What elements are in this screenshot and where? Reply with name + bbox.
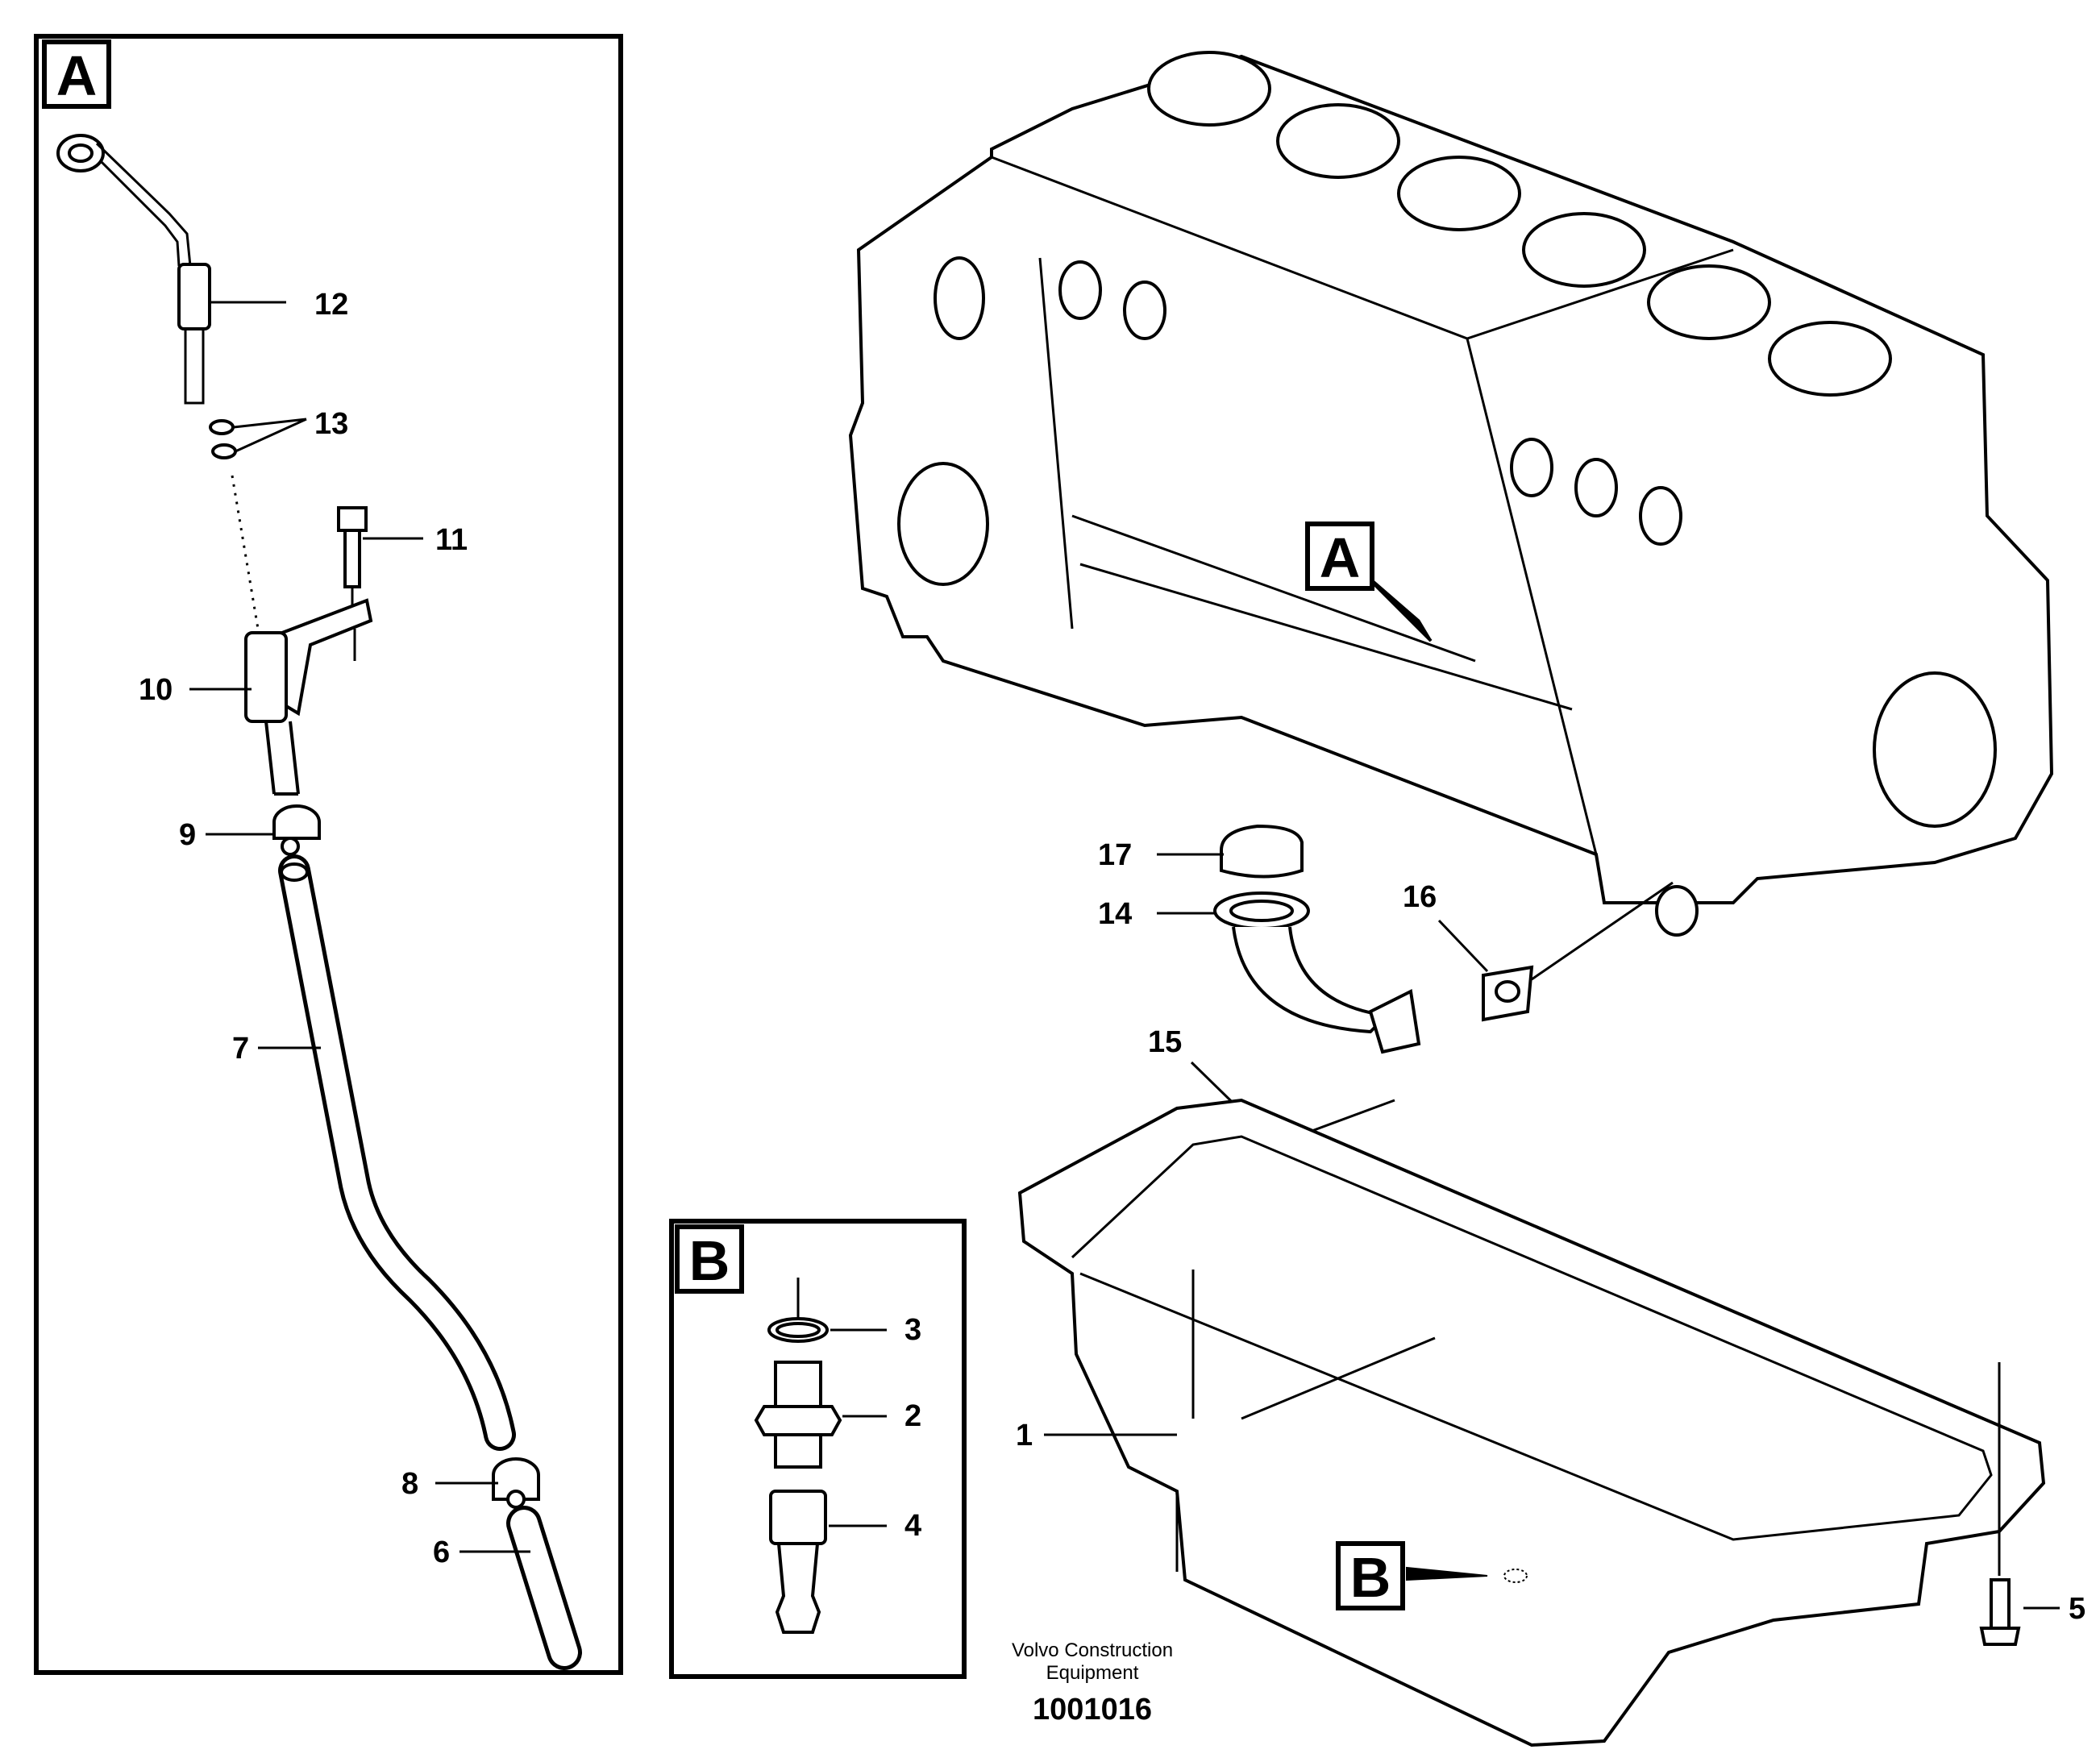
panel-b-letter: B xyxy=(689,1229,730,1292)
cylinder-bore-1 xyxy=(1147,51,1271,127)
hose-clamp-upper xyxy=(272,804,321,840)
pan-bolt-shank xyxy=(1990,1578,2011,1630)
guide-tube-upper xyxy=(244,631,288,723)
maker-line-1: Volvo Construction xyxy=(1012,1639,1173,1661)
cylinder-bore-5 xyxy=(1647,264,1771,340)
callout-4: 4 xyxy=(904,1509,921,1543)
o-ring-upper xyxy=(209,419,235,435)
callout-15: 15 xyxy=(1148,1025,1182,1059)
callout-14: 14 xyxy=(1098,897,1132,931)
block-marker-a-tag xyxy=(1305,522,1374,591)
filler-cap xyxy=(1220,824,1304,879)
figure-number: 1001016 xyxy=(1033,1693,1152,1727)
block-marker-b-tag xyxy=(1336,1541,1405,1610)
callout-13: 13 xyxy=(314,407,348,441)
panel-a-tag xyxy=(42,39,111,109)
callout-7: 7 xyxy=(232,1032,249,1066)
dipstick-bracket xyxy=(276,598,373,717)
callout-6: 6 xyxy=(433,1536,450,1569)
panel-a-letter: A xyxy=(56,44,98,107)
oil-pan-outline xyxy=(1017,1098,2046,1747)
cylinder-bore-4 xyxy=(1522,212,1646,288)
crankshaft-bore xyxy=(1873,671,1997,828)
oil-pan: 5 1 B xyxy=(1016,1098,2085,1747)
cylinder-bore-2 xyxy=(1276,103,1400,179)
o-ring-lower xyxy=(211,443,237,459)
drain-nipple-top xyxy=(774,1361,822,1408)
panel-a-frame xyxy=(34,34,623,1675)
panel-b-frame xyxy=(669,1219,967,1679)
hose-barb xyxy=(775,1542,821,1634)
panel-a: A xyxy=(34,34,623,1675)
panel-b: B 3 2 4 xyxy=(669,1219,967,1679)
callout-10: 10 xyxy=(139,673,173,707)
dipstick-rod xyxy=(231,475,260,630)
figure-footer: Volvo Construction Equipment 1001016 xyxy=(1012,1639,1173,1727)
block-marker-b-letter: B xyxy=(1350,1546,1391,1609)
bolt-head xyxy=(337,506,368,532)
engine-block-outline xyxy=(848,54,2054,904)
block-marker-a-letter: A xyxy=(1320,526,1361,589)
callout-3: 3 xyxy=(904,1313,921,1347)
pan-bolt-head xyxy=(1979,1627,2021,1646)
callout-12: 12 xyxy=(314,288,348,322)
panel-b-tag xyxy=(675,1224,744,1294)
engine-block: A xyxy=(848,51,2054,937)
maker-line-2: Equipment xyxy=(1046,1662,1139,1684)
callout-5: 5 xyxy=(2069,1592,2085,1626)
callout-16: 16 xyxy=(1403,880,1437,914)
callout-2: 2 xyxy=(904,1399,921,1433)
cylinder-bore-3 xyxy=(1397,156,1521,231)
callout-11: 11 xyxy=(435,523,468,557)
callout-17: 17 xyxy=(1098,838,1132,872)
callout-8: 8 xyxy=(401,1467,418,1501)
filler-pipe-flange xyxy=(1368,988,1421,1054)
cylinder-bore-6 xyxy=(1768,321,1892,397)
bolt-shank xyxy=(343,529,361,588)
dipstick-handle xyxy=(95,142,192,267)
oil-filler-assembly: 17 14 16 15 xyxy=(1098,824,1674,1173)
drain-nipple-hex xyxy=(754,1405,842,1436)
dipstick-grip xyxy=(177,263,211,330)
drain-nipple-bottom xyxy=(774,1433,822,1469)
filler-pipe-elbow xyxy=(1232,926,1391,1034)
drain-hose-connector xyxy=(769,1490,827,1545)
callout-1: 1 xyxy=(1016,1419,1033,1452)
callout-9: 9 xyxy=(179,818,196,852)
hose-clamp-lower xyxy=(492,1457,540,1501)
